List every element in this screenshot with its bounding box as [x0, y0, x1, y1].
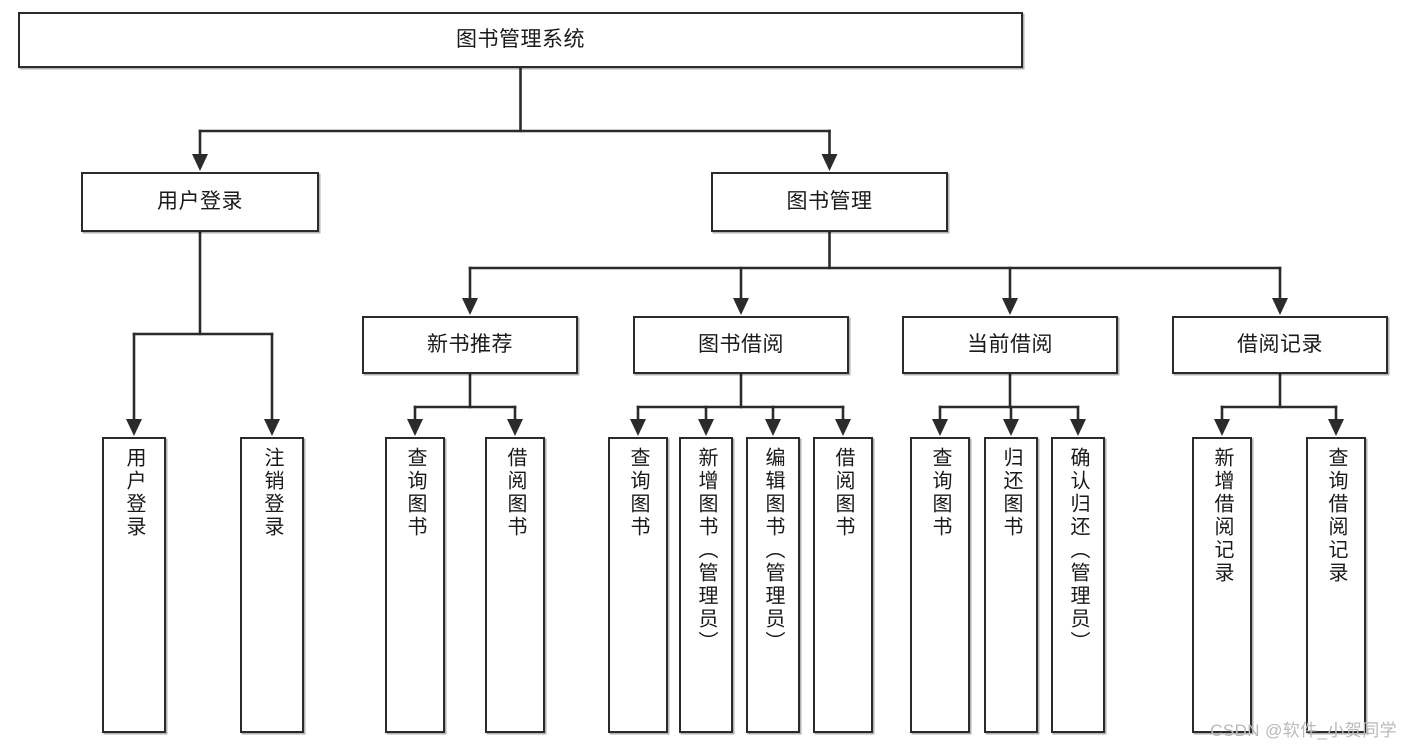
node-label-leaf-add-rec: 新增借阅记录	[1211, 447, 1233, 585]
node-leaf-query-1[interactable]: 查询图书	[385, 437, 445, 733]
node-leaf-borrow-1[interactable]: 借阅图书	[485, 437, 545, 733]
node-label-leaf-add-book: 新增图书（管理员）	[695, 447, 717, 654]
arrowhead-root-to-user-login	[192, 154, 208, 171]
node-leaf-add-book[interactable]: 新增图书（管理员）	[679, 437, 733, 733]
node-leaf-add-rec[interactable]: 新增借阅记录	[1192, 437, 1252, 733]
node-label-book-manage: 图书管理	[786, 189, 873, 213]
node-root[interactable]: 图书管理系统	[18, 12, 1023, 68]
node-label-root: 图书管理系统	[456, 27, 585, 51]
node-label-leaf-user-login: 用户登录	[123, 447, 145, 539]
node-new-book-rec[interactable]: 新书推荐	[362, 316, 578, 374]
node-leaf-query-rec[interactable]: 查询借阅记录	[1306, 437, 1366, 733]
node-label-borrow-record: 借阅记录	[1237, 332, 1323, 356]
arrowhead-book-manage-to-borrow-record	[1272, 298, 1288, 315]
node-leaf-borrow-2[interactable]: 借阅图书	[813, 437, 873, 733]
arrowhead-current-borrow-to-leaf-query-3	[932, 419, 948, 436]
node-leaf-return[interactable]: 归还图书	[984, 437, 1038, 733]
arrowhead-book-manage-to-current-borrow	[1002, 298, 1018, 315]
node-label-new-book-rec: 新书推荐	[427, 332, 513, 356]
arrowhead-borrow-record-to-leaf-add-rec	[1214, 419, 1230, 436]
node-label-leaf-query-rec: 查询借阅记录	[1325, 447, 1347, 585]
node-leaf-query-3[interactable]: 查询图书	[910, 437, 970, 733]
arrowhead-user-login-to-leaf-user-login	[126, 419, 142, 436]
arrowhead-borrow-record-to-leaf-query-rec	[1328, 419, 1344, 436]
arrowhead-book-borrow-to-leaf-query-2	[630, 419, 646, 436]
node-book-manage[interactable]: 图书管理	[711, 172, 948, 232]
node-leaf-user-login[interactable]: 用户登录	[102, 437, 166, 733]
arrowhead-root-to-book-manage	[821, 154, 838, 171]
node-user-login[interactable]: 用户登录	[81, 172, 319, 232]
node-leaf-confirm[interactable]: 确认归还（管理员）	[1051, 437, 1105, 733]
arrowhead-current-borrow-to-leaf-confirm	[1070, 419, 1086, 436]
node-label-user-login: 用户登录	[157, 189, 243, 213]
node-label-leaf-edit-book: 编辑图书（管理员）	[762, 447, 784, 654]
arrowhead-user-login-to-leaf-logout	[264, 419, 280, 436]
node-borrow-record[interactable]: 借阅记录	[1172, 316, 1388, 374]
node-label-leaf-borrow-2: 借阅图书	[832, 447, 854, 539]
node-label-leaf-return: 归还图书	[1000, 447, 1022, 539]
arrowhead-book-manage-to-new-book-rec	[462, 298, 478, 315]
node-book-borrow[interactable]: 图书借阅	[633, 316, 849, 374]
node-current-borrow[interactable]: 当前借阅	[902, 316, 1118, 374]
arrowhead-book-borrow-to-leaf-edit-book	[765, 419, 781, 436]
arrowhead-new-book-rec-to-leaf-borrow-1	[507, 419, 523, 436]
node-leaf-logout[interactable]: 注销登录	[240, 437, 304, 733]
node-label-leaf-borrow-1: 借阅图书	[504, 447, 526, 539]
arrowhead-book-manage-to-book-borrow	[733, 298, 749, 315]
node-leaf-edit-book[interactable]: 编辑图书（管理员）	[746, 437, 800, 733]
node-label-book-borrow: 图书借阅	[698, 332, 784, 356]
node-leaf-query-2[interactable]: 查询图书	[608, 437, 668, 733]
node-label-leaf-logout: 注销登录	[261, 447, 283, 539]
arrowhead-book-borrow-to-leaf-add-book	[698, 419, 714, 436]
arrowhead-new-book-rec-to-leaf-query-1	[407, 419, 423, 436]
arrowhead-book-borrow-to-leaf-borrow-2	[835, 419, 851, 436]
node-label-leaf-query-2: 查询图书	[627, 447, 649, 539]
arrowhead-current-borrow-to-leaf-return	[1003, 419, 1019, 436]
node-label-leaf-query-1: 查询图书	[404, 447, 426, 539]
node-label-current-borrow: 当前借阅	[967, 332, 1053, 356]
node-label-leaf-query-3: 查询图书	[929, 447, 951, 539]
node-label-leaf-confirm: 确认归还（管理员）	[1067, 447, 1089, 654]
